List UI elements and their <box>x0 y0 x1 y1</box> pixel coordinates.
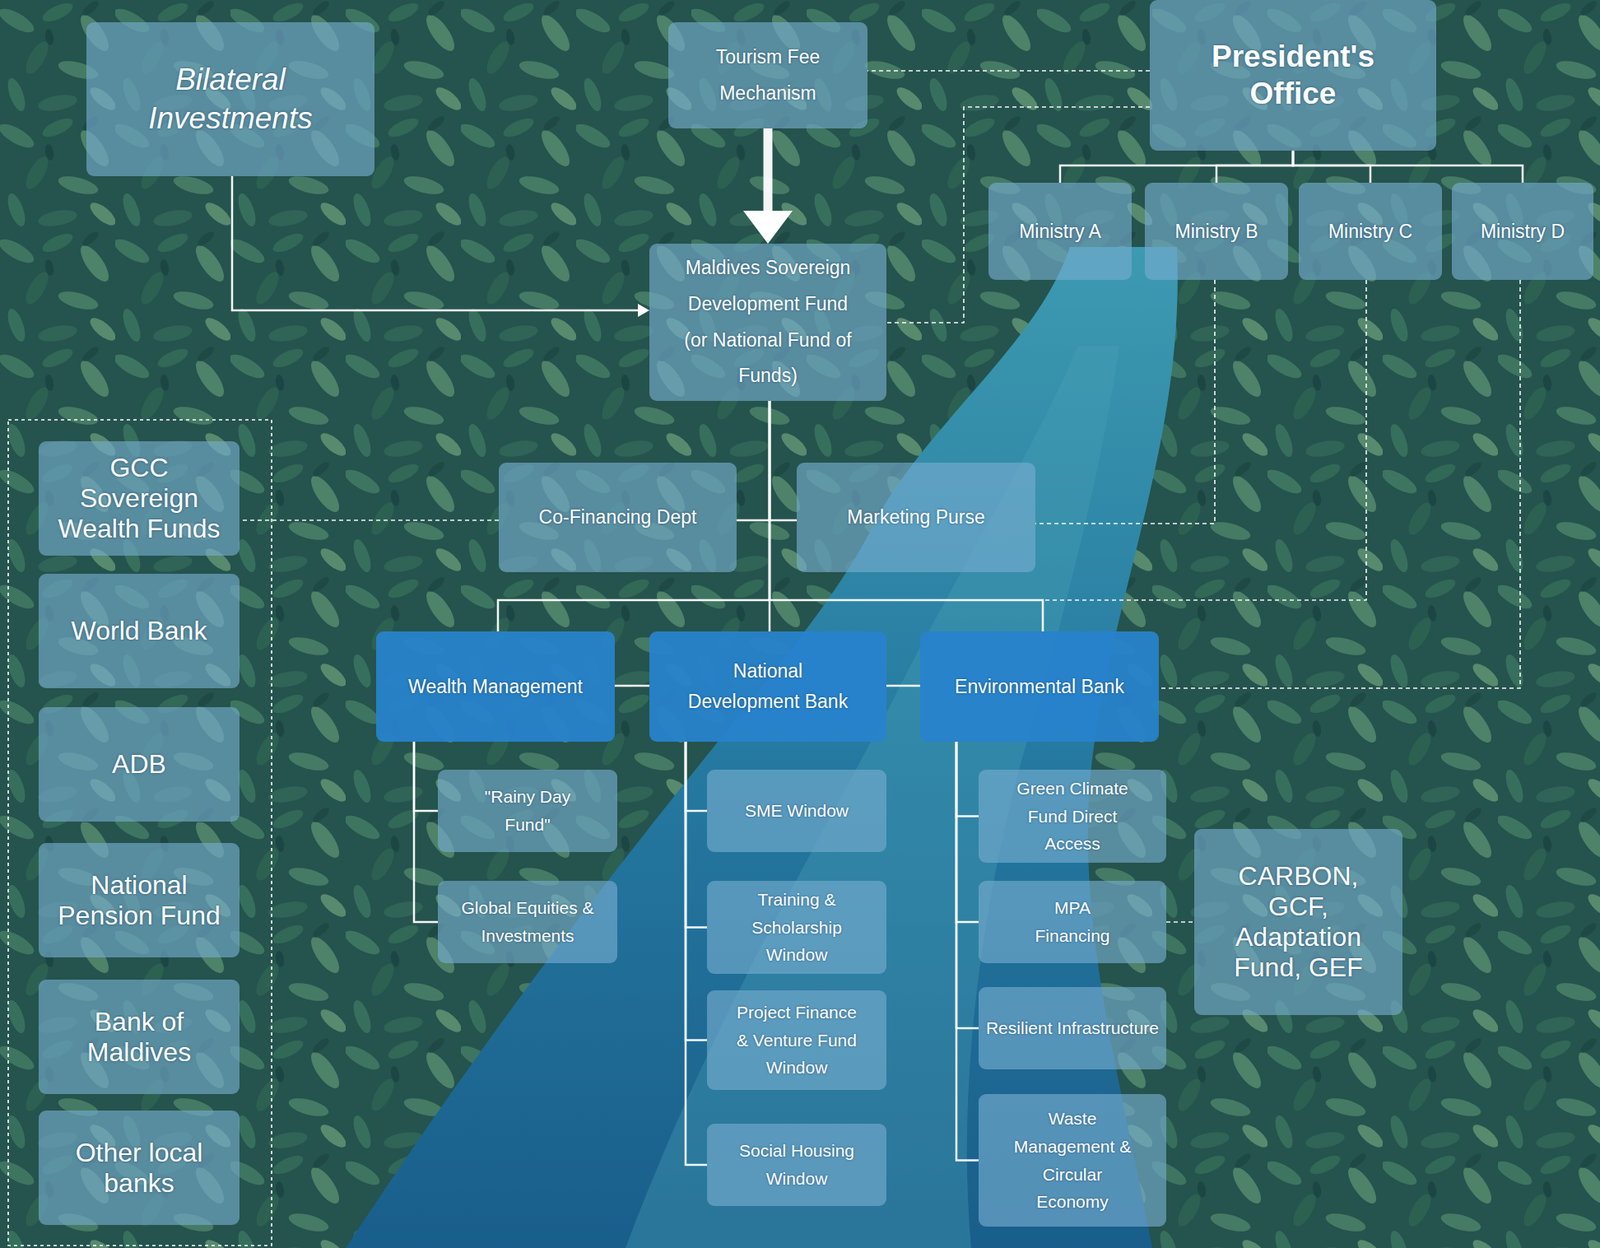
connector <box>232 176 638 311</box>
connector <box>685 741 707 927</box>
org-box: Marketing Purse <box>796 462 1036 573</box>
box-label: Waste Management & Circular Economy <box>1009 1104 1137 1215</box>
org-box: Co-Financing Dept <box>498 462 737 573</box>
org-box: Bilateral Investments <box>86 22 375 177</box>
box-label: Bilateral Investments <box>102 60 359 138</box>
box-label: Ministry A <box>994 218 1126 245</box>
org-box: GCC Sovereign Wealth Funds <box>38 441 240 556</box>
box-label: "Rainy Day Fund" <box>474 782 582 838</box>
org-box: Ministry D <box>1451 182 1594 280</box>
box-label: Environmental Bank <box>932 673 1147 700</box>
connector <box>497 400 770 632</box>
org-box: Other local banks <box>38 1110 240 1225</box>
box-label: Green Climate Fund Direct Access <box>1006 774 1139 858</box>
partner-group-outline <box>8 419 272 1246</box>
box-label: Maldives Sovereign Development Fund (or … <box>679 250 857 395</box>
box-label: Global Equities & Investments <box>442 893 613 949</box>
box-label: SME Window <box>711 796 882 825</box>
connector <box>769 400 1043 632</box>
box-label: Ministry B <box>1150 218 1283 245</box>
box-label: Bank of Maldives <box>48 1006 230 1068</box>
connector <box>763 128 773 211</box>
org-box: ADB <box>38 706 240 822</box>
org-box: National Development Bank <box>649 631 887 742</box>
box-label: Tourism Fee Mechanism <box>677 39 859 112</box>
box-label: MPA Financing <box>1027 893 1118 949</box>
connector <box>685 741 707 1165</box>
box-label: CARBON, GCF, Adaptation Fund, GEF <box>1220 860 1377 982</box>
org-box: Ministry A <box>988 182 1132 280</box>
org-box: CARBON, GCF, Adaptation Fund, GEF <box>1194 828 1403 1015</box>
connector <box>886 106 1150 323</box>
connector <box>614 684 650 688</box>
org-box: Waste Management & Circular Economy <box>978 1093 1167 1227</box>
org-box: Project Finance & Venture Fund Window <box>706 990 887 1090</box>
box-label: Co-Financing Dept <box>511 503 726 531</box>
connector <box>956 741 979 816</box>
box-label: World Bank <box>48 615 230 647</box>
org-box: SME Window <box>706 769 887 852</box>
org-box: National Pension Fund <box>38 842 240 958</box>
connector <box>769 400 797 521</box>
box-label: Other local banks <box>48 1137 230 1199</box>
box-label: GCC Sovereign Wealth Funds <box>48 452 230 544</box>
org-box: Green Climate Fund Direct Access <box>978 769 1167 863</box>
connector <box>956 741 979 1028</box>
box-label: Training & Scholarship Window <box>726 885 867 969</box>
org-box: Bank of Maldives <box>38 979 240 1094</box>
connector <box>1166 920 1195 923</box>
connector <box>886 684 921 688</box>
org-box: Ministry B <box>1144 182 1289 280</box>
connector <box>1060 150 1294 183</box>
box-label: National Pension Fund <box>48 869 230 931</box>
connector <box>1035 279 1215 524</box>
box-label: Resilient Infrastructure <box>983 1013 1162 1042</box>
connector <box>685 741 707 1041</box>
box-label: President's Office <box>1174 38 1412 112</box>
box-label: Project Finance & Venture Fund Window <box>733 998 861 1082</box>
org-box: "Rainy Day Fund" <box>437 769 618 852</box>
box-label: Social Housing Window <box>711 1136 882 1192</box>
connector <box>1293 150 1371 183</box>
org-box: Training & Scholarship Window <box>706 880 887 974</box>
connector <box>1216 150 1294 183</box>
connector <box>736 400 770 521</box>
org-box: Ministry C <box>1298 182 1442 280</box>
org-box: MPA Financing <box>978 880 1167 963</box>
org-box: Tourism Fee Mechanism <box>668 22 868 129</box>
connector <box>413 741 438 922</box>
connector <box>1042 279 1367 632</box>
connector <box>867 69 1150 72</box>
org-box: President's Office <box>1149 0 1437 151</box>
org-box: World Bank <box>38 573 240 689</box>
box-label: Ministry C <box>1304 218 1437 245</box>
org-box: Environmental Bank <box>920 631 1159 742</box>
connector <box>956 741 979 1161</box>
org-box: Social Housing Window <box>706 1123 887 1206</box>
connector <box>239 519 499 521</box>
connector <box>956 741 979 922</box>
connector <box>685 741 707 811</box>
org-box: Resilient Infrastructure <box>978 986 1167 1070</box>
org-box: Global Equities & Investments <box>437 880 618 963</box>
connector <box>1293 150 1523 183</box>
connector <box>1158 279 1521 689</box>
box-label: ADB <box>48 748 230 780</box>
connector <box>413 741 438 811</box>
box-label: Ministry D <box>1457 218 1588 245</box>
box-label: Marketing Purse <box>809 503 1024 531</box>
box-label: National Development Bank <box>681 655 855 717</box>
org-box: Wealth Management <box>376 631 615 742</box>
box-label: Wealth Management <box>388 673 603 700</box>
org-box: Maldives Sovereign Development Fund (or … <box>649 243 887 401</box>
